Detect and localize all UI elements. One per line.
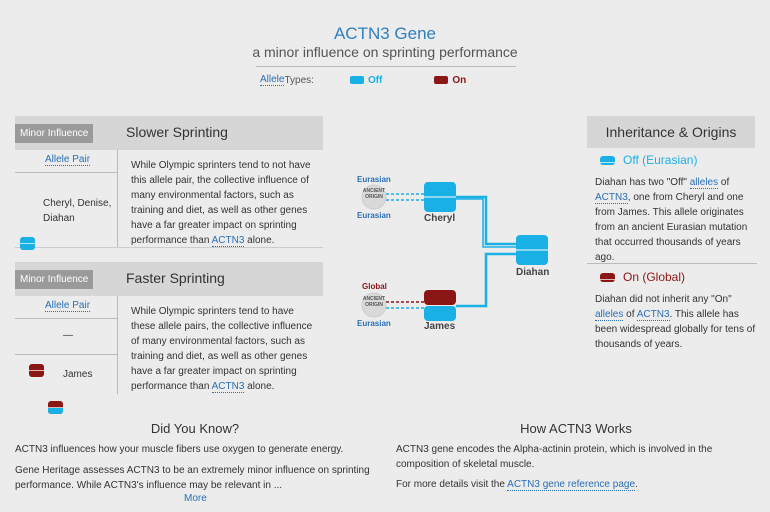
parent-name-cheryl: Cheryl <box>424 213 456 224</box>
off-title-text: Off (Eurasian) <box>623 153 698 167</box>
row-name: James <box>63 369 93 380</box>
influence-badge: Minor Influence <box>15 124 94 143</box>
allele-pair-link[interactable]: Allele Pair <box>45 154 91 166</box>
row-divider <box>15 172 117 173</box>
legend-off-label: Off <box>367 74 383 86</box>
how-works-p1: ACTN3 gene encodes the Alpha-actinin pro… <box>396 444 713 470</box>
connector-line <box>456 195 516 246</box>
panel-faster-sprinting: Minor Influence Faster Sprinting Allele … <box>15 262 323 414</box>
allele-legend: Allele Types: Off On <box>260 74 466 86</box>
text: of <box>718 177 730 188</box>
on-description: Diahan did not inherit any "On" alleles … <box>595 292 760 352</box>
alleles-link[interactable]: alleles <box>689 177 719 189</box>
row-name: — <box>63 330 73 341</box>
text: For more details visit the <box>396 479 508 490</box>
on-allele-icon <box>29 364 44 377</box>
james-on-allele <box>424 290 456 305</box>
ancient-origin-icon <box>361 184 387 210</box>
on-title-text: On (Global) <box>623 270 686 284</box>
legend-off: Off <box>349 74 383 86</box>
panel-description: While Olympic sprinters tend to not have… <box>131 158 317 248</box>
legend-label: Types: <box>284 74 314 86</box>
allele-link[interactable]: Allele <box>260 74 285 86</box>
page-subtitle: a minor influence on sprinting performan… <box>252 44 518 60</box>
legend-on: On <box>434 75 466 86</box>
inheritance-header: Inheritance & Origins <box>587 116 755 148</box>
alleles-link[interactable]: alleles <box>595 309 624 321</box>
panel-title: Faster Sprinting <box>126 270 225 286</box>
actn3-link[interactable]: ACTN3 <box>211 235 245 247</box>
panel-slower-sprinting: Minor Influence Slower Sprinting Allele … <box>15 116 323 250</box>
text: Diahan did not inherit any "On" <box>595 294 732 305</box>
child-name-diahan: Diahan <box>516 267 550 278</box>
origin-label: Global <box>362 282 387 291</box>
connector-line <box>456 252 516 308</box>
inheritance-diagram <box>361 182 548 321</box>
did-you-know-p2: Gene Heritage assesses ACTN3 to be an ex… <box>15 465 370 491</box>
james-off-allele <box>424 306 456 321</box>
desc-text-end: alone. <box>244 381 275 392</box>
panel-bottom-border <box>15 247 323 248</box>
did-you-know-p1: ACTN3 influences how your muscle fibers … <box>15 444 344 455</box>
origin-text: ORIGIN <box>365 194 383 200</box>
how-works-p2: For more details visit the ACTN3 gene re… <box>396 477 760 492</box>
off-swatch-icon <box>349 76 364 84</box>
ancient-text: ANCIENT <box>362 188 386 194</box>
origin-label: Eurasian <box>357 211 391 220</box>
panel-header: Minor Influence Slower Sprinting <box>15 116 323 150</box>
panel-title: Slower Sprinting <box>126 124 228 140</box>
desc-text-end: alone. <box>244 235 275 246</box>
row-divider <box>15 318 117 319</box>
row-names: Cheryl, Denise, Diahan <box>43 198 112 224</box>
origin-label: Eurasian <box>357 319 391 328</box>
column-divider <box>117 296 118 394</box>
text: . <box>635 479 638 490</box>
parent-name-james: James <box>424 321 456 332</box>
page-title: ACTN3 Gene <box>333 24 437 43</box>
text: , one from Cheryl and one from James. Th… <box>595 192 748 263</box>
column-divider <box>117 150 118 248</box>
header-divider <box>256 66 516 67</box>
text: . This allele has been widespread global… <box>595 309 756 350</box>
on-swatch-icon <box>434 76 449 84</box>
panel-header: Minor Influence Faster Sprinting <box>15 262 323 296</box>
how-works-title: How ACTN3 Works <box>520 421 632 436</box>
section-divider <box>587 263 757 264</box>
origin-label: Eurasian <box>357 175 391 184</box>
off-allele-icon <box>600 155 615 165</box>
actn3-link[interactable]: ACTN3 <box>595 192 628 204</box>
desc-text: While Olympic sprinters tend to not have… <box>131 160 311 246</box>
ancient-origin-icon <box>361 292 387 318</box>
influence-badge: Minor Influence <box>15 270 94 289</box>
actn3-link[interactable]: ACTN3 <box>636 309 670 321</box>
ancient-text: ANCIENT <box>362 296 386 302</box>
on-section-title: On (Global) <box>600 270 685 284</box>
more-link[interactable]: More <box>184 493 207 504</box>
on-allele-icon <box>600 272 615 282</box>
off-section-title: Off (Eurasian) <box>600 153 697 167</box>
legend-on-label: On <box>452 74 467 86</box>
actn3-link[interactable]: ACTN3 <box>211 381 245 393</box>
did-you-know-title: Did You Know? <box>150 421 240 436</box>
gene-reference-link[interactable]: ACTN3 gene reference page <box>507 479 636 491</box>
off-allele-icon <box>20 237 35 250</box>
mixed-allele-icon <box>48 401 64 414</box>
desc-text: While Olympic sprinters tend to have the… <box>131 306 313 392</box>
origin-text: ORIGIN <box>365 302 383 308</box>
text: of <box>623 309 637 320</box>
off-description: Diahan has two "Off" alleles of ACTN3, o… <box>595 175 760 265</box>
connector-line <box>456 198 516 248</box>
text: Diahan has two "Off" <box>595 177 690 188</box>
row-divider <box>15 354 117 355</box>
allele-pair-link[interactable]: Allele Pair <box>45 300 91 312</box>
panel-description: While Olympic sprinters tend to have the… <box>131 304 317 394</box>
